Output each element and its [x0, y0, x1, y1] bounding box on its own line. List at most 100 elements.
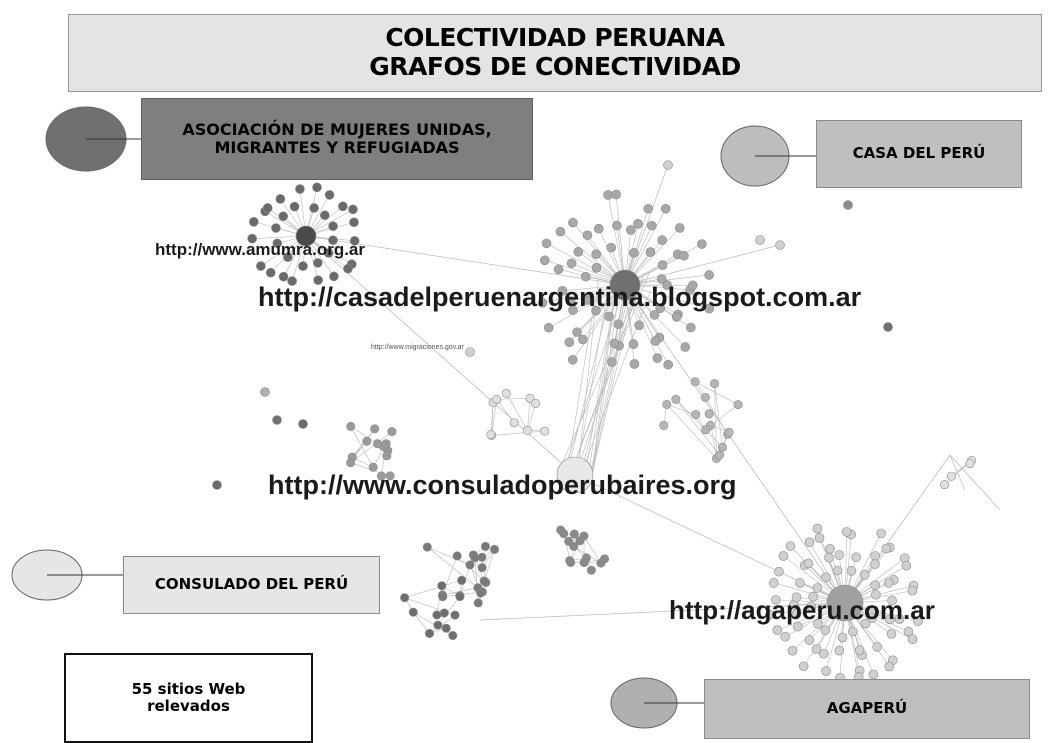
casa-node	[644, 204, 653, 213]
casa-node	[651, 336, 660, 345]
amumra-node	[310, 203, 319, 212]
cluster-left-node	[363, 437, 371, 445]
agaperu-node	[908, 586, 917, 595]
cluster-bottom-right-node	[566, 558, 574, 566]
cluster-bottom-left-node	[451, 611, 459, 619]
casa-node	[647, 221, 656, 230]
cluster-bottom-left-node	[425, 629, 433, 637]
cluster-right-node	[710, 379, 718, 387]
agaperu-node	[822, 573, 831, 582]
casa-node	[705, 270, 714, 279]
cluster-bottom-left-node	[449, 631, 457, 639]
cluster-left-node	[347, 422, 355, 430]
isolated-node	[299, 420, 308, 429]
cluster-bottom-node	[478, 563, 486, 571]
agaperu-node	[769, 578, 778, 587]
cluster-far-right-node	[966, 459, 974, 467]
link-edge	[591, 297, 629, 475]
agaperu-node	[774, 567, 783, 576]
casa-node	[658, 261, 667, 270]
casa-node	[581, 272, 590, 281]
agaperu-node	[786, 542, 795, 551]
agaperu-node	[902, 561, 911, 570]
agaperu-node	[860, 570, 869, 579]
casa-node	[573, 328, 582, 337]
casa-node	[540, 256, 549, 265]
casa-node	[612, 221, 621, 230]
casa-node	[697, 240, 706, 249]
amumra-node	[298, 262, 307, 271]
agaperu-node	[877, 529, 886, 538]
outlier-node	[756, 236, 765, 245]
casa-node	[614, 320, 623, 329]
casa-node	[592, 263, 601, 272]
cluster-right-node	[692, 410, 700, 418]
casa-node	[629, 248, 638, 257]
legend-box-casa-del-peru: CASA DEL PERÚ	[816, 120, 1022, 188]
cluster-left-node	[383, 452, 391, 460]
casa-node	[661, 204, 670, 213]
legend-box-amumra: ASOCIACIÓN DE MUJERES UNIDAS, MIGRANTES …	[141, 98, 533, 180]
cluster-bottom-left-edge	[405, 580, 462, 597]
agaperu-node	[838, 633, 847, 642]
cluster-center-node	[540, 427, 548, 435]
casa-node	[607, 243, 616, 252]
casa-node	[578, 335, 587, 344]
casa-node	[634, 219, 643, 228]
agaperu-node	[779, 551, 788, 560]
cluster-bottom-node	[474, 599, 482, 607]
casa-node	[675, 223, 684, 232]
agaperu-node	[813, 524, 822, 533]
agaperu-node	[848, 627, 857, 636]
agaperu-node	[815, 533, 824, 542]
cluster-bottom-node	[466, 561, 474, 569]
agaperu-node	[812, 645, 821, 654]
amumra-node	[348, 205, 357, 214]
agaperu-node	[873, 642, 882, 651]
cluster-left-node	[346, 458, 354, 466]
cluster-bottom-node	[453, 552, 461, 560]
agaperu-node	[884, 578, 893, 587]
agaperu-node	[887, 629, 896, 638]
cluster-bottom-right-node	[580, 532, 588, 540]
agaperu-node	[833, 566, 842, 575]
cluster-bottom-right-node	[597, 559, 605, 567]
casa-node	[604, 190, 613, 199]
agaperu-node	[773, 626, 782, 635]
isolated-node	[273, 416, 282, 425]
cluster-right-node	[715, 451, 723, 459]
url-label-casa: http://casadelperuenargentina.blogspot.c…	[258, 282, 861, 313]
cluster-bottom-left-node	[400, 593, 408, 601]
url-label-migraciones: http://www.migraciones.gov.ar	[371, 344, 464, 351]
cluster-bottom-right-node	[570, 530, 578, 538]
cluster-bottom-right-node	[587, 566, 595, 574]
amumra-node	[279, 272, 288, 281]
casa-node	[646, 248, 655, 257]
cluster-bottom-right-node	[580, 558, 588, 566]
cluster-bottom-left-node	[457, 576, 465, 584]
agaperu-node	[835, 551, 844, 560]
agaperu-node	[908, 635, 917, 644]
agaperu-node	[821, 626, 830, 635]
casa-node	[592, 250, 601, 259]
cluster-bottom-right-node	[556, 526, 564, 534]
casa-node	[626, 225, 635, 234]
cluster-far-right-node	[940, 480, 948, 488]
title-line-1: COLECTIVIDAD PERUANA	[385, 24, 724, 53]
agaperu-node	[852, 553, 861, 562]
cluster-right-node	[701, 393, 709, 401]
cluster-bottom-node	[481, 542, 489, 550]
amumra-node	[325, 190, 334, 199]
casa-node	[672, 312, 681, 321]
agaperu-node	[822, 667, 831, 676]
title-line-2: GRAFOS DE CONECTIVIDAD	[369, 53, 741, 82]
isolated-node	[213, 481, 222, 490]
agaperu-node	[805, 538, 814, 547]
cluster-bottom-node	[423, 543, 431, 551]
cluster-bottom-left-node	[409, 608, 417, 616]
cluster-right-node	[734, 400, 742, 408]
cluster-bottom-node	[480, 577, 488, 585]
cluster-right-node	[718, 443, 726, 451]
casa-node	[658, 236, 667, 245]
cluster-center-node	[531, 399, 539, 407]
